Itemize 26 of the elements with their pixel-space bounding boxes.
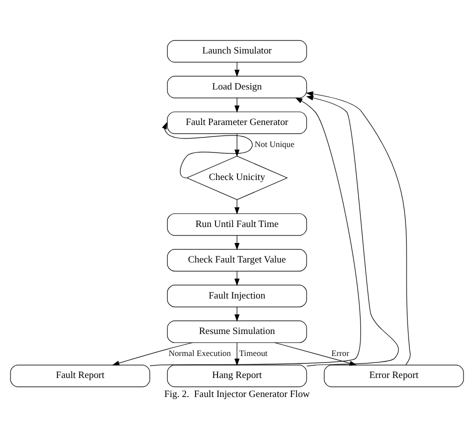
arrow [234,342,240,366]
node-box: Resume Simulation [167,320,307,342]
node-box: Error Report [324,364,464,387]
arrow [234,61,240,77]
arrow [162,121,253,178]
node-box: Load Design [167,75,307,98]
arrow [234,306,240,322]
caption: Fig. 2. Fault Injector Generator Flow [164,388,310,400]
edge-label: Error [331,348,350,358]
arrow [234,97,240,112]
node-diamond: Check Unicity [186,155,288,200]
node-box: Fault Parameter Generator [167,111,307,134]
arrow [234,199,240,214]
node-box: Run Until Fault Time [167,212,307,236]
arrow [234,132,240,156]
edge-label: Not Unique [254,138,294,149]
edge-label: Normal Execution [168,348,231,358]
arrow [234,270,240,286]
node-box: Fault Report [10,364,150,387]
node-box: Launch Simulator [167,40,307,62]
edge-label: Timeout [239,348,268,358]
node-box: Hang Report [167,364,307,387]
arrow [112,342,193,366]
arrow [234,234,240,250]
node-box: Fault Injection [167,284,307,307]
node-box: Check Fault Target Value [167,248,307,271]
